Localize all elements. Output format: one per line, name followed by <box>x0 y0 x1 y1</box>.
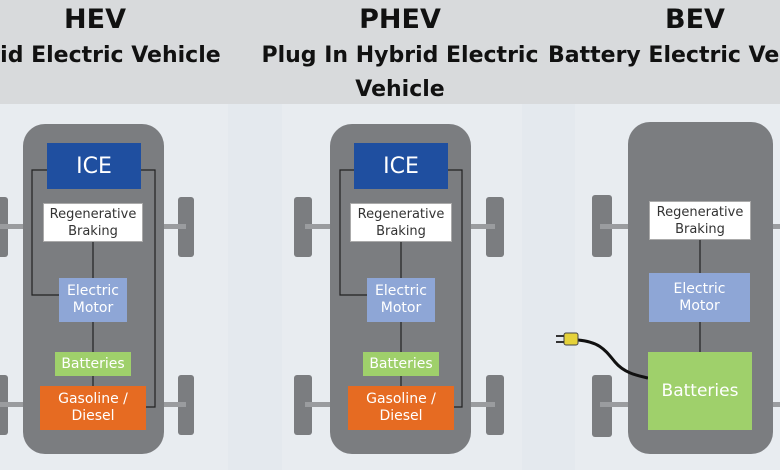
bev-regen-line1: Regenerative <box>656 204 744 220</box>
bev-batteries-box: Batteries <box>648 352 752 430</box>
hev-ice-box: ICE <box>47 143 141 189</box>
phev-regen-line2: Braking <box>376 223 426 239</box>
phev-motor-line2: Motor <box>380 300 422 316</box>
phev-regen-line1: Regenerative <box>357 206 445 222</box>
hev-fuel-box: Gasoline / Diesel <box>40 386 146 430</box>
phev-motor-box: Electric Motor <box>367 278 435 322</box>
hev-motor-box: Electric Motor <box>59 278 127 322</box>
bev-full-name: Battery Electric Ve <box>548 43 780 68</box>
phev-full-name-line2: Vehicle <box>355 77 445 102</box>
bev-regen-box: Regenerative Braking <box>649 201 751 240</box>
hev-acronym: HEV <box>64 4 126 35</box>
hev-fuel-line2: Diesel <box>71 408 115 424</box>
phev-wheel-front-left <box>294 197 312 257</box>
phev-fuel-box: Gasoline / Diesel <box>348 386 454 430</box>
hev-full-name: rid Electric Vehicle <box>0 43 221 68</box>
hev-batteries-box: Batteries <box>55 352 131 376</box>
hev-motor-line2: Motor <box>72 300 114 316</box>
phev-full-name-line1: Plug In Hybrid Electric <box>261 43 539 68</box>
bev-motor-line1: Electric <box>673 280 726 297</box>
phev-batteries-box: Batteries <box>363 352 439 376</box>
bev-regen-line2: Braking <box>675 221 725 237</box>
phev-acronym: PHEV <box>359 4 441 35</box>
title-band: HEV rid Electric Vehicle PHEV Plug In Hy… <box>0 0 780 104</box>
phev-wheel-rear-left <box>294 375 312 435</box>
bev-acronym: BEV <box>665 4 725 35</box>
charging-cable <box>577 338 649 380</box>
hev-fuel-line1: Gasoline / <box>58 391 128 407</box>
hev-regen-line2: Braking <box>68 223 118 239</box>
bev-motor-box: Electric Motor <box>649 273 750 322</box>
phev-fuel-line1: Gasoline / <box>366 391 436 407</box>
phev-ice-box: ICE <box>354 143 448 189</box>
hev-regen-box: Regenerative Braking <box>43 203 143 242</box>
charging-plug-icon <box>556 332 579 346</box>
phev-regen-box: Regenerative Braking <box>350 203 452 242</box>
hev-regen-line1: Regenerative <box>49 206 137 222</box>
hev-motor-line1: Electric <box>67 283 119 299</box>
bev-motor-line2: Motor <box>679 297 720 314</box>
phev-fuel-line2: Diesel <box>379 408 423 424</box>
phev-motor-line1: Electric <box>375 283 427 299</box>
